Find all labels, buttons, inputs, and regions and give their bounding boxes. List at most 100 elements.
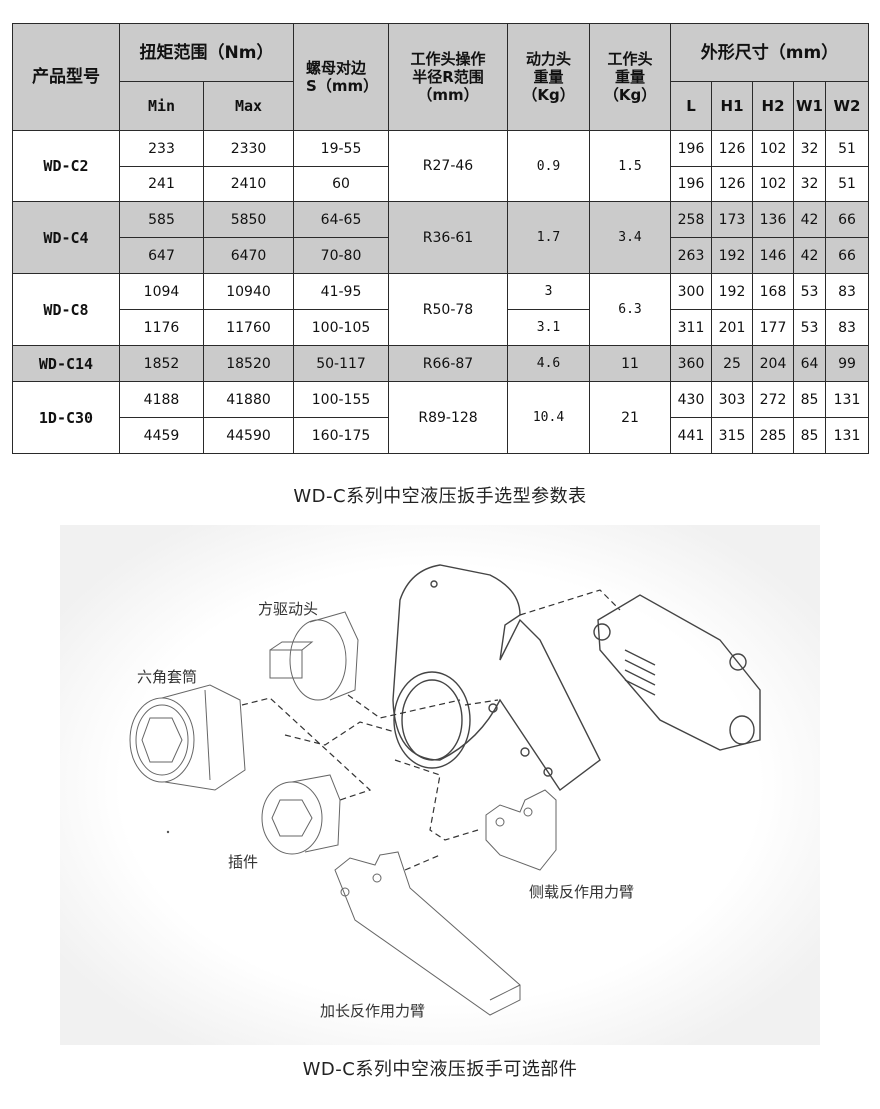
- head-weight-cell: 21: [589, 381, 672, 454]
- dim-L-cell: 360: [670, 345, 713, 382]
- radius-cell: R50-78: [388, 273, 509, 346]
- head-weight-cell: 3.4: [589, 201, 672, 274]
- dim-W2-cell: 131: [825, 381, 870, 418]
- drive-weight-cell: 4.6: [507, 345, 591, 382]
- head-weight-cell: 11: [589, 345, 672, 382]
- header-min: Min: [119, 81, 204, 131]
- header-dim-H1: H1: [711, 81, 754, 131]
- dim-L-cell: 430: [670, 381, 713, 418]
- header-radius-line3: （mm）: [417, 86, 479, 104]
- header-radius-line1: 工作头操作: [410, 50, 486, 68]
- label-insert: 插件: [228, 853, 259, 871]
- header-dimensions: 外形尺寸（mm）: [670, 23, 870, 82]
- dim-L-cell: 196: [670, 166, 713, 202]
- dim-W1-cell: 32: [793, 166, 827, 202]
- radius-cell: R36-61: [388, 201, 509, 274]
- table-row: 4459 44590 160-175 441 315 285 85 131: [13, 417, 870, 454]
- header-radius-line2: 半径R范围: [412, 68, 484, 86]
- header-head-line1: 工作头: [607, 50, 653, 68]
- dim-H1-cell: 315: [711, 417, 754, 454]
- nut-cell: 100-155: [293, 381, 390, 418]
- header-drive-line1: 动力头: [526, 50, 572, 68]
- dim-H2-cell: 102: [752, 166, 795, 202]
- min-cell: 1094: [119, 273, 204, 310]
- table-row: WD-C2 233 2330 19-55 R27-46 0.9 1.5 196 …: [12, 130, 870, 202]
- head-weight-cell: 1.5: [589, 130, 672, 202]
- dim-H1-cell: 25: [711, 345, 754, 382]
- dim-H2-cell: 272: [752, 381, 795, 418]
- dim-W1-cell: 64: [793, 345, 827, 382]
- header-head-line3: （Kg）: [603, 86, 657, 104]
- label-side-reaction-arm: 侧载反作用力臂: [529, 883, 635, 901]
- drive-weight-cell: 3: [507, 273, 591, 310]
- dim-H2-cell: 177: [752, 309, 795, 346]
- label-square-drive: 方驱动头: [258, 600, 319, 618]
- dim-H1-cell: 126: [711, 166, 754, 202]
- dim-W1-cell: 42: [793, 237, 827, 274]
- header-dim-L: L: [670, 81, 713, 131]
- header-head-weight: 工作头 重量 （Kg）: [589, 23, 672, 131]
- header-dim-H2: H2: [752, 81, 795, 131]
- extended-reaction-arm-icon: [334, 851, 521, 1016]
- dim-L-cell: 311: [670, 309, 713, 346]
- dim-L-cell: 258: [670, 201, 713, 238]
- table-row: 1D-C30 4188 41880 100-155 R89-128 10.4 2…: [12, 381, 870, 454]
- radius-cell: R66-87: [388, 345, 509, 382]
- model-cell: WD-C2: [12, 130, 120, 202]
- model-cell: WD-C8: [12, 273, 120, 346]
- header-model: 产品型号: [12, 23, 120, 131]
- nut-cell: 60: [293, 166, 390, 202]
- dim-H1-cell: 192: [711, 237, 754, 274]
- table-row: 241 2410 60 196 126 102 32 51: [13, 166, 870, 202]
- hex-socket-icon: [129, 684, 246, 791]
- dim-H1-cell: 173: [711, 201, 754, 238]
- head-weight-cell: 6.3: [589, 273, 672, 346]
- nut-cell: 64-65: [293, 201, 390, 238]
- drive-weight-cell: 1.7: [507, 201, 591, 274]
- dim-W2-cell: 51: [825, 166, 870, 202]
- table-row: WD-C14 1852 18520 50-117 R66-87 4.6 11 3…: [12, 345, 870, 382]
- model-cell: WD-C14: [12, 345, 120, 382]
- header-nut-line2: S（mm）: [306, 77, 379, 95]
- dim-W1-cell: 85: [793, 417, 827, 454]
- side-reaction-arm-icon: [485, 789, 557, 871]
- header-max: Max: [202, 81, 295, 131]
- table-caption: WD-C系列中空液压扳手选型参数表: [293, 486, 587, 507]
- dim-H2-cell: 136: [752, 201, 795, 238]
- dim-H1-cell: 303: [711, 381, 754, 418]
- max-cell: 41880: [202, 381, 295, 418]
- drive-weight-cell: 10.4: [507, 381, 591, 454]
- max-cell: 5850: [202, 201, 295, 238]
- min-cell: 647: [119, 237, 204, 274]
- header-drive-weight: 动力头 重量 （Kg）: [507, 23, 591, 131]
- diagram-caption: WD-C系列中空液压扳手可选部件: [302, 1059, 578, 1080]
- dim-L-cell: 300: [670, 273, 713, 310]
- drive-weight-cell: 3.1: [507, 309, 591, 346]
- dim-W2-cell: 83: [825, 309, 870, 346]
- max-cell: 10940: [202, 273, 295, 310]
- dim-W2-cell: 99: [825, 345, 870, 382]
- header-dim-W2: W2: [825, 81, 870, 131]
- dim-W2-cell: 66: [825, 237, 870, 274]
- drive-weight-cell: 0.9: [507, 130, 591, 202]
- dim-W1-cell: 32: [793, 130, 827, 167]
- model-cell: WD-C4: [12, 201, 120, 274]
- dim-L-cell: 263: [670, 237, 713, 274]
- label-hex-socket: 六角套筒: [137, 668, 198, 686]
- square-drive-icon: [269, 611, 359, 701]
- max-cell: 2410: [202, 166, 295, 202]
- dim-W2-cell: 51: [825, 130, 870, 167]
- dim-H1-cell: 192: [711, 273, 754, 310]
- hollow-head-icon: [392, 564, 601, 792]
- dim-W1-cell: 53: [793, 273, 827, 310]
- dim-W1-cell: 42: [793, 201, 827, 238]
- dim-L-cell: 441: [670, 417, 713, 454]
- radius-cell: R27-46: [388, 130, 509, 202]
- header-torque-range: 扭矩范围（Nm）: [118, 23, 295, 82]
- dim-L-cell: 196: [670, 130, 713, 167]
- model-cell: 1D-C30: [12, 381, 120, 454]
- nut-cell: 70-80: [293, 237, 390, 274]
- exploded-parts-diagram: [60, 525, 820, 1045]
- min-cell: 241: [119, 166, 204, 202]
- dim-W2-cell: 83: [825, 273, 870, 310]
